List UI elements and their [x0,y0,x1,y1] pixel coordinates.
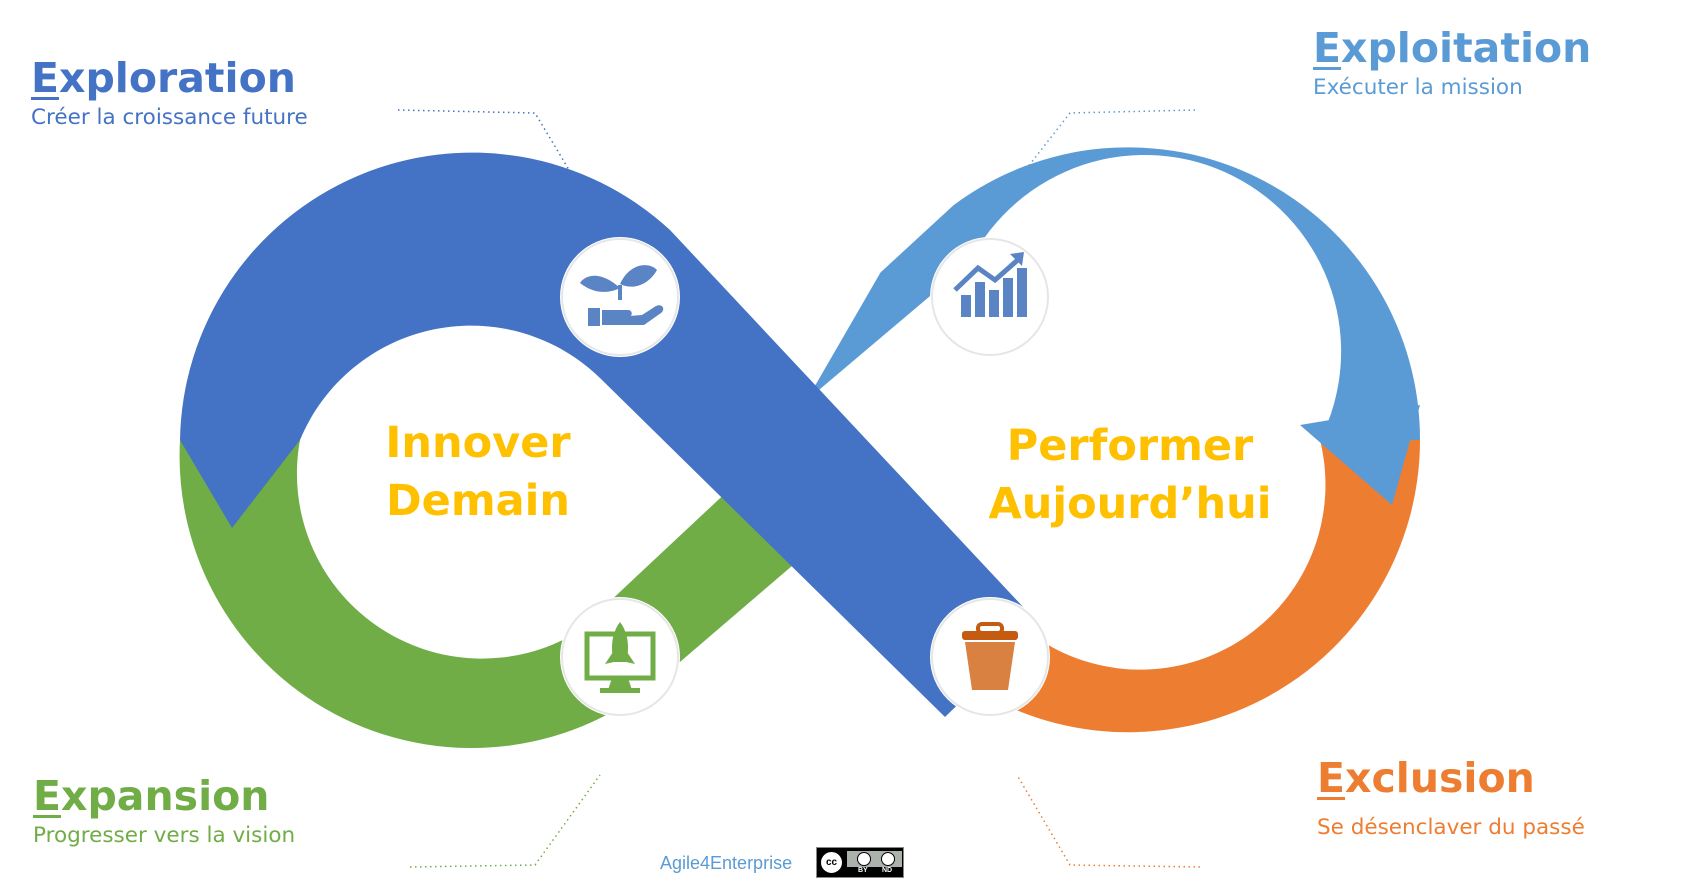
rocket-monitor-icon [560,597,680,717]
growth-chart-icon [930,237,1050,357]
exploration-title-rest: xploration [59,54,296,102]
plant-hand-icon [560,237,680,357]
exploration-title-initial: E [31,54,60,102]
exclusion-title-initial: E [1317,754,1346,802]
expansion-title: Expansion [33,772,295,820]
nd-label: ND [882,867,893,874]
exploration-subtitle: Créer la croissance future [31,105,308,130]
cc-icon: cc [819,850,844,875]
exploitation-title: Exploitation [1313,24,1591,72]
expansion-title-rest: xpansion [61,772,270,820]
exploration-notch [180,440,300,528]
exploitation-label: Exploitation Exécuter la mission [1313,24,1591,102]
by-icon [857,852,871,866]
exclusion-title-rest: xclusion [1345,754,1535,802]
exploitation-title-initial: E [1313,24,1342,72]
exploration-leader-line [397,109,591,206]
by-label: BY [858,867,868,874]
exclusion-leader-line [1016,774,1201,868]
exclusion-title: Exclusion [1317,754,1585,802]
aujourdhui-line: Aujourd’hui [988,479,1272,529]
expansion-subtitle: Progresser vers la vision [33,823,296,848]
demain-line: Demain [385,476,571,526]
agile4enterprise-credit: Agile4Enterprise [660,853,793,873]
innover-line: Innover [385,418,571,468]
exploration-label: Exploration Créer la croissance future [31,54,308,132]
innover-demain-label: Innover Demain [298,414,658,530]
exploitation-leader-line [997,109,1196,206]
exploration-title: Exploration [31,54,308,102]
cc-by-nd-license-badge[interactable]: cc BY ND [816,847,904,878]
performer-line: Performer [1006,421,1254,471]
exploitation-title-rest: xploitation [1341,24,1592,72]
exploitation-notch [1300,405,1420,505]
exploitation-subtitle: Exécuter la mission [1313,75,1523,100]
exclusion-label: Exclusion Se désenclaver du passé [1317,754,1585,842]
expansion-title-initial: E [33,772,62,820]
nd-icon [881,852,895,866]
expansion-leader-line [409,774,601,868]
trash-bin-icon [930,597,1050,717]
performer-aujourdhui-label: Performer Aujourd’hui [950,417,1310,533]
expansion-label: Expansion Progresser vers la vision [33,772,295,850]
exclusion-subtitle: Se désenclaver du passé [1317,815,1585,840]
exploitation-arc [806,147,1421,440]
exploration-arc [180,152,1040,717]
